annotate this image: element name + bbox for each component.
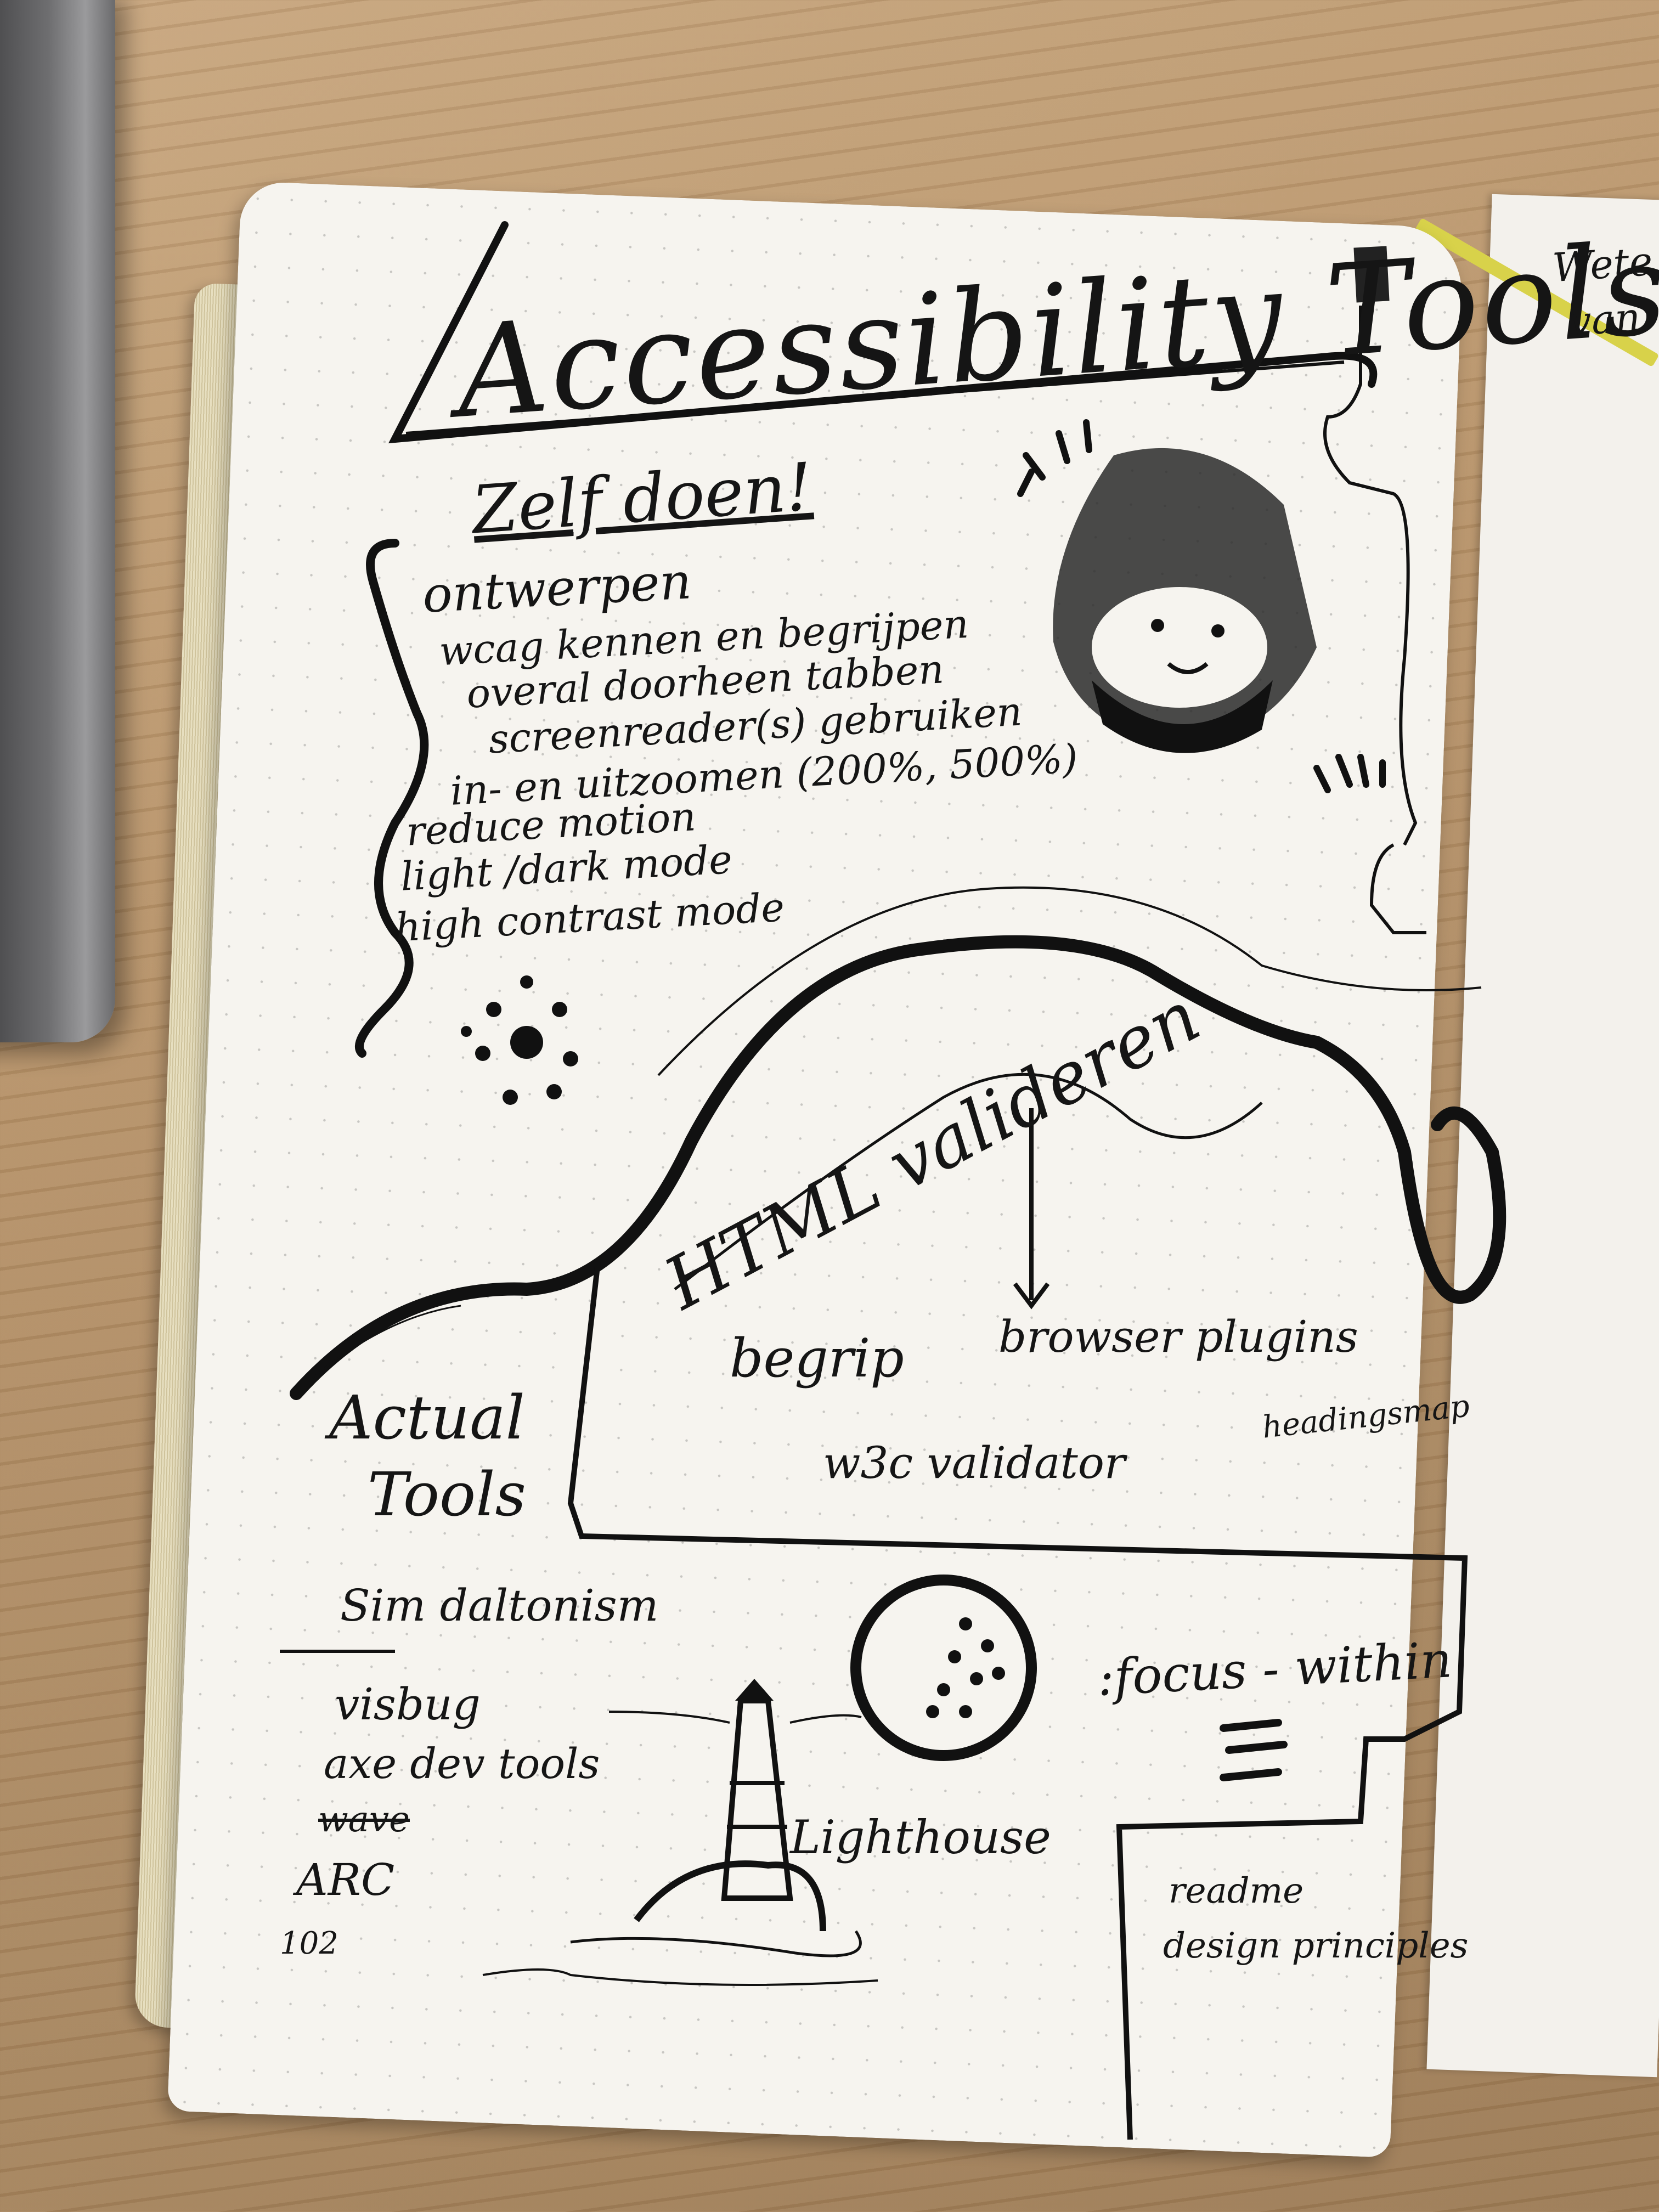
actual-tools-heading-line2: Tools	[368, 1459, 526, 1530]
tool-item: visbug	[335, 1679, 481, 1730]
readme-label-line2: design principles	[1163, 1926, 1469, 1966]
tool-item: Sim daltonism	[340, 1580, 659, 1631]
cable-doodle	[1323, 258, 1418, 846]
moon-drawing	[850, 1575, 1037, 1761]
wave-line	[290, 935, 1506, 1400]
browser-plugins-label: browser plugins	[998, 1311, 1358, 1362]
plug-icon	[1353, 246, 1390, 303]
tool-item: ARC	[296, 1854, 395, 1905]
lighthouse-drawing	[570, 1679, 862, 1957]
laptop-edge	[0, 0, 115, 1042]
begrip-item: begrip	[730, 1328, 904, 1389]
equals-marks	[1220, 1719, 1288, 1781]
facing-page-text-line2: van	[1567, 294, 1642, 345]
html-valideren-box	[567, 1261, 1468, 2140]
readme-label-line1: readme	[1169, 1871, 1304, 1911]
page-number: 102	[280, 1926, 338, 1961]
flower-doodle	[461, 975, 578, 1105]
bearded-head-drawing	[1053, 448, 1317, 753]
actual-tools-heading-line1: Actual	[329, 1383, 525, 1453]
motion-dashes	[1017, 419, 1386, 793]
facing-page-text-line1: Wete	[1551, 238, 1655, 291]
tool-item-struck: wave	[318, 1799, 410, 1840]
curly-bracket	[355, 539, 429, 1058]
lighthouse-label: Lighthouse	[790, 1810, 1051, 1864]
arrow-down-icon	[1013, 1108, 1050, 1310]
w3c-validator-item: w3c validator	[823, 1437, 1126, 1488]
tool-item: axe dev tools	[324, 1739, 600, 1788]
